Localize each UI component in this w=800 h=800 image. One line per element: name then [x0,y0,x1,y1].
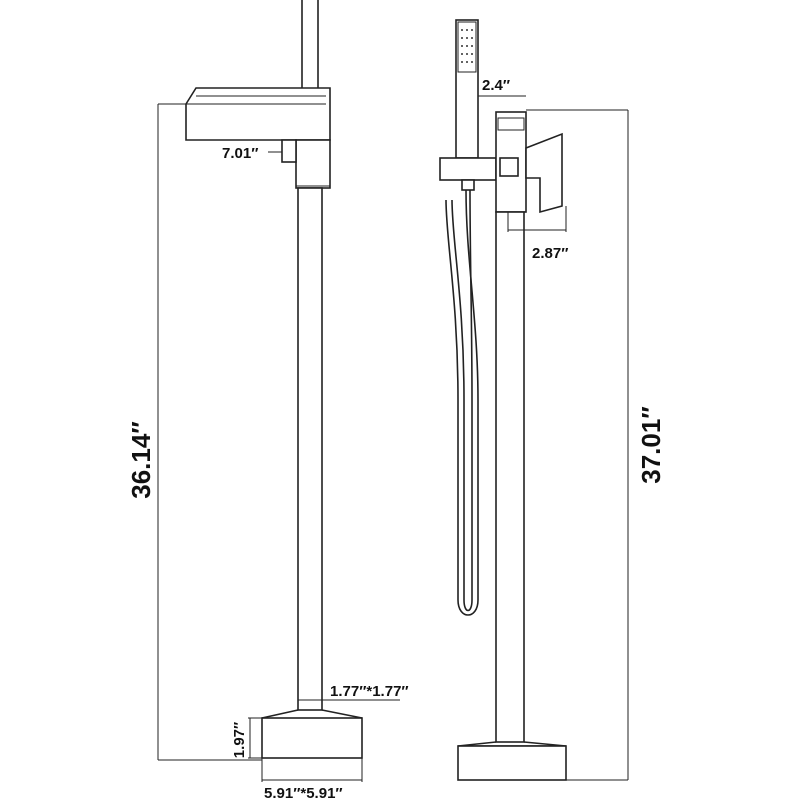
column-size-label: 1.77″*1.77″ [330,683,409,700]
handle-depth-label: 2.87″ [532,245,568,262]
left-dimension-lines [157,103,400,782]
right-dimension-lines [477,70,629,781]
right-faucet-view [439,19,567,781]
base-size-label: 5.91″*5.91″ [264,785,343,800]
handshower-nozzle-pattern [461,29,473,63]
left-height-label: 36.14″ [126,421,156,499]
handshower-width-label: 2.4″ [482,77,510,94]
spout-depth-label: 7.01″ [222,145,258,162]
base-height-label: 1.97″ [231,722,248,758]
right-height-label: 37.01″ [636,406,666,484]
left-faucet-view [185,0,363,759]
